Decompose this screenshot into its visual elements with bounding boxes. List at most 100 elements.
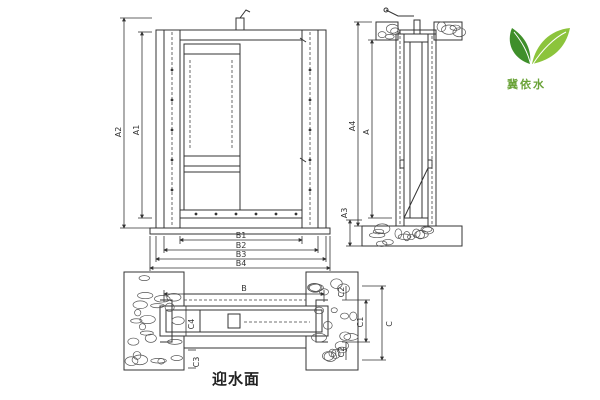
side-top-stone-left: [375, 21, 399, 41]
plan-gate-body: [159, 305, 329, 337]
rivet: [308, 98, 312, 102]
rivet: [170, 188, 174, 192]
dim-a4: A4: [348, 121, 357, 132]
stone: [376, 240, 388, 247]
stone: [336, 346, 348, 354]
front-vertical-dims: [120, 17, 152, 229]
front-view: [149, 9, 331, 235]
stone: [167, 339, 183, 345]
stone: [414, 230, 429, 239]
stone: [384, 33, 395, 40]
dim-b4: B4: [236, 259, 247, 268]
rivet: [274, 212, 278, 216]
side-view: [361, 7, 463, 247]
stone: [170, 355, 183, 361]
dim-b3: B3: [236, 250, 247, 259]
stone: [394, 228, 403, 239]
stone: [412, 228, 421, 238]
stone: [150, 303, 165, 309]
rivet: [170, 98, 174, 102]
stone: [349, 311, 358, 321]
rivet: [294, 212, 298, 216]
stone: [308, 283, 323, 293]
plan-dashed-lines: [184, 299, 310, 323]
stone: [403, 231, 411, 242]
dim-a2: A2: [114, 127, 123, 138]
stone: [308, 283, 324, 292]
stone: [339, 331, 352, 341]
side-dims: [346, 21, 392, 247]
plan-stone-texture: [124, 275, 359, 366]
plan-view: [123, 271, 359, 371]
rivet: [308, 188, 312, 192]
stone: [390, 27, 400, 35]
dim-a3: A3: [340, 208, 349, 219]
stone: [164, 302, 175, 312]
front-frame: [155, 29, 327, 229]
rivet: [214, 212, 218, 216]
front-rivets: [170, 68, 312, 216]
stone: [331, 349, 341, 359]
dim-c3: C3: [192, 357, 201, 368]
stone: [138, 275, 150, 282]
front-dashed-lines: [171, 32, 311, 226]
stone: [134, 309, 142, 317]
front-base: [149, 227, 331, 235]
stone: [436, 21, 447, 32]
stone: [124, 356, 139, 366]
front-gate-leaf: [179, 39, 303, 219]
stone: [130, 318, 143, 324]
side-dashed-lines: [399, 36, 433, 224]
stone: [330, 278, 343, 289]
dim-c2-bottom: C2: [337, 347, 346, 358]
brand-leaf-logo: [509, 28, 570, 67]
stone: [452, 27, 466, 38]
stone: [323, 351, 337, 362]
stone: [139, 323, 146, 331]
dim-a: A: [362, 129, 371, 135]
stone: [127, 337, 140, 346]
dim-c2-top: C2: [337, 287, 346, 298]
stone: [131, 354, 148, 366]
stone: [340, 312, 349, 320]
stone: [144, 333, 157, 343]
brand-name: 冀依水: [507, 78, 546, 91]
dim-b2: B2: [236, 241, 247, 250]
stone: [314, 306, 325, 315]
rivet: [254, 212, 258, 216]
side-bottom-stone: [361, 225, 463, 247]
front-sill: [179, 209, 303, 219]
stone: [132, 300, 148, 309]
side-stone-texture: [368, 21, 466, 247]
dim-b: B: [241, 284, 247, 293]
stone: [139, 314, 156, 324]
hoist-lug: [235, 17, 245, 30]
view-caption: 迎水面: [212, 370, 261, 388]
stone: [372, 228, 385, 235]
front-horizontal-dims: [149, 236, 331, 271]
stone: [449, 24, 461, 31]
dim-c: C: [385, 321, 394, 327]
stone: [382, 239, 394, 246]
stone: [322, 351, 335, 361]
stone: [368, 232, 386, 239]
stone: [137, 292, 154, 300]
stone: [377, 31, 387, 38]
rivet: [194, 212, 198, 216]
stone: [171, 316, 185, 325]
stone: [311, 332, 327, 343]
stone: [330, 307, 338, 313]
stone: [323, 321, 333, 330]
dim-b1: B1: [236, 231, 247, 240]
stone: [441, 24, 457, 35]
dim-a1: A1: [132, 125, 141, 136]
stone: [343, 333, 359, 341]
side-gate-leaf: [403, 41, 429, 219]
plan-dims: [163, 285, 386, 369]
dim-c4: C4: [187, 319, 196, 330]
rivet: [234, 212, 238, 216]
stone: [334, 340, 349, 351]
stone: [397, 233, 412, 240]
stone: [154, 295, 171, 303]
